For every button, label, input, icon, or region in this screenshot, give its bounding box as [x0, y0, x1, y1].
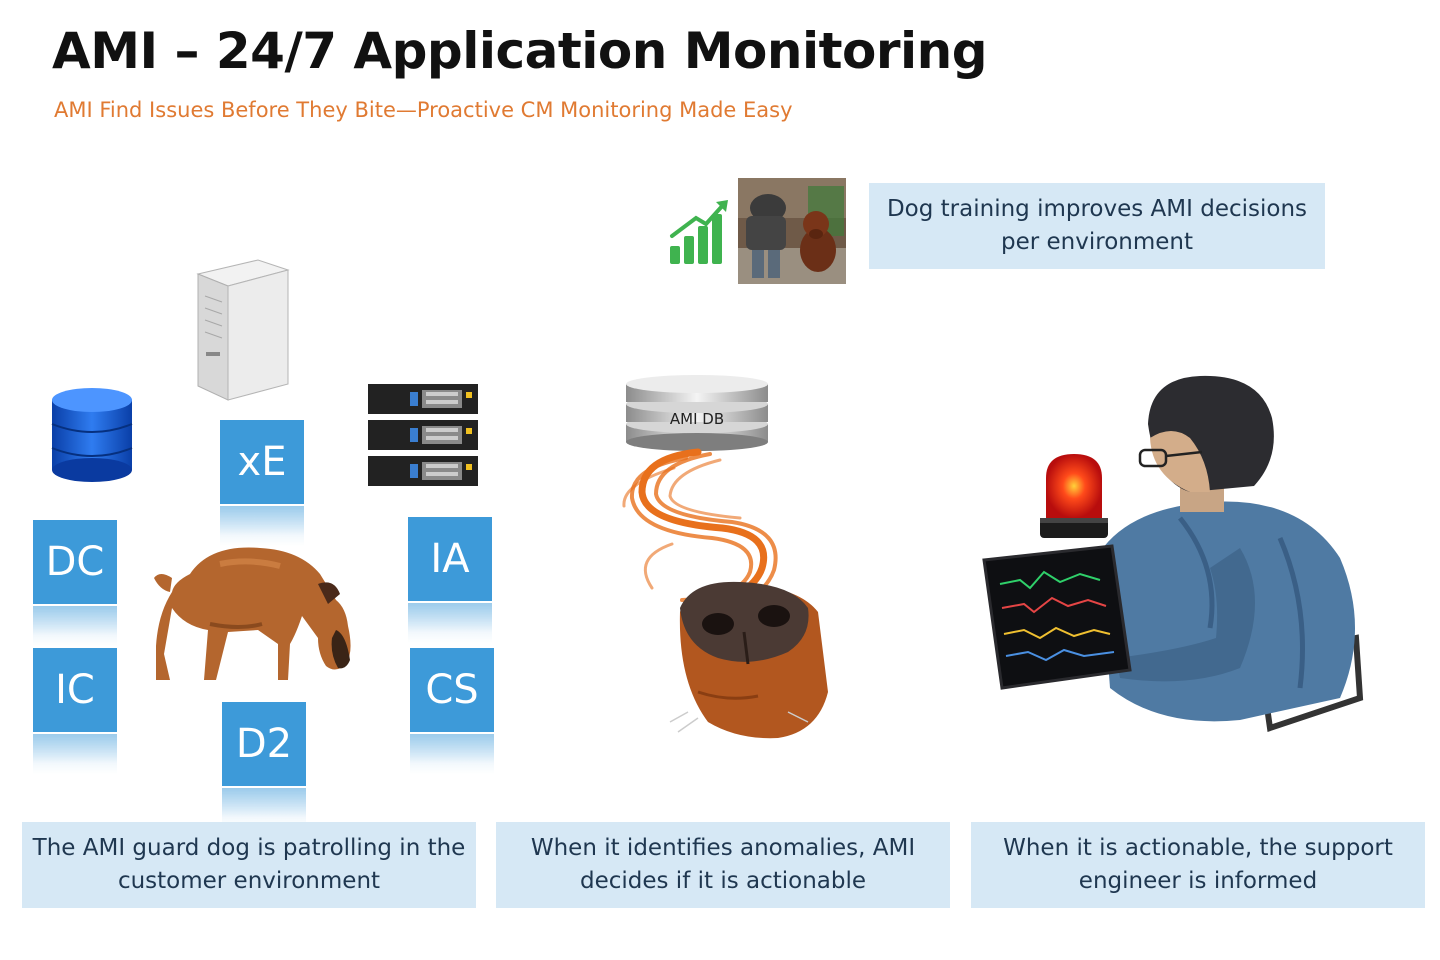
laptop-icon [982, 544, 1132, 690]
tile-ia-label: IA [430, 536, 470, 582]
page-subtitle: AMI Find Issues Before They Bite—Proacti… [54, 98, 793, 122]
training-caption: Dog training improves AMI decisions per … [869, 183, 1325, 269]
ami-db-icon [626, 375, 768, 451]
engineer-illustration [1100, 375, 1364, 732]
database-icon [51, 388, 133, 482]
informed-caption: When it is actionable, the support engin… [971, 822, 1425, 908]
page-title: AMI – 24/7 Application Monitoring [52, 22, 988, 80]
alarm-light-icon [1040, 454, 1108, 538]
ami-db-label: AMI DB [669, 410, 725, 428]
tile-dc-label: DC [45, 539, 105, 585]
tile-d2: D2 [222, 702, 306, 828]
tile-ic-label: IC [55, 667, 95, 713]
tile-cs-label: CS [425, 667, 479, 713]
tile-xe-label: xE [237, 439, 287, 485]
patrol-caption: The AMI guard dog is patrolling in the c… [22, 822, 476, 908]
tile-dc: DC [33, 520, 117, 646]
tile-xe: xE [220, 420, 304, 546]
tile-d2-label: D2 [235, 721, 293, 767]
server-tower-icon [196, 259, 290, 401]
tile-ia: IA [408, 517, 492, 643]
rack-server-icon [368, 384, 478, 486]
tile-ic: IC [33, 648, 117, 774]
dog-training-photo [738, 178, 846, 284]
growth-chart-icon [670, 200, 728, 264]
anomalies-caption: When it identifies anomalies, AMI decide… [496, 822, 950, 908]
dog-nose-illustration [669, 581, 828, 739]
tile-cs: CS [410, 648, 494, 774]
guard-dog-illustration [154, 547, 351, 680]
